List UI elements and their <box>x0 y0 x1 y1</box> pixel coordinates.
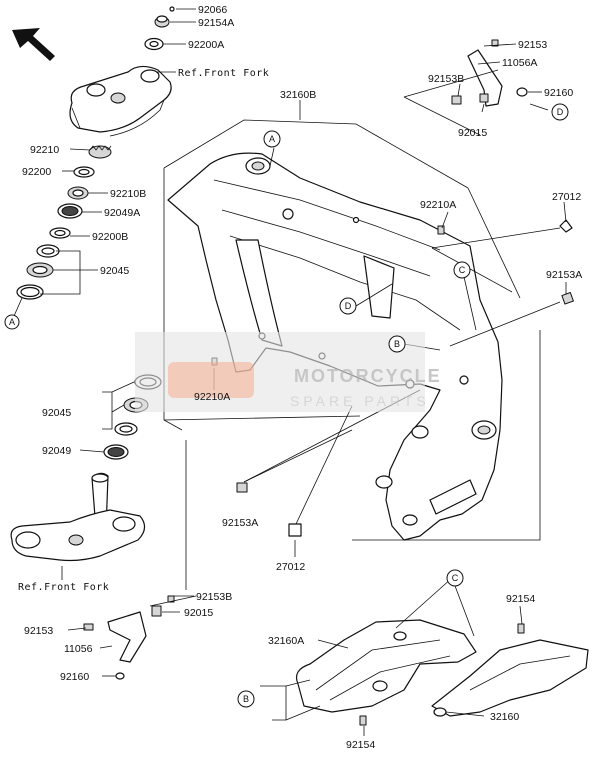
callout-c-frame: C <box>453 261 471 279</box>
svg-text:C: C <box>452 573 459 583</box>
label-92153A-right: 92153A <box>546 269 582 281</box>
label-92210B: 92210B <box>110 188 146 200</box>
svg-text:B: B <box>394 339 400 349</box>
label-ref-front-fork-bottom: Ref.Front Fork <box>18 582 109 593</box>
svg-text:D: D <box>557 107 564 117</box>
front-direction-arrow-icon <box>12 28 55 61</box>
lower-triple-clamp <box>10 472 146 562</box>
label-92210A-left: 92210A <box>194 391 230 403</box>
label-32160B: 32160B <box>280 89 316 101</box>
callout-a-left: A <box>4 314 20 330</box>
label-92154A: 92154A <box>198 17 234 29</box>
label-92200: 92200 <box>22 166 51 178</box>
label-92160-top: 92160 <box>544 87 573 99</box>
label-11056A: 11056A <box>502 57 537 69</box>
watermark-line2: SPARE PARTS <box>290 393 430 409</box>
svg-text:A: A <box>269 134 275 144</box>
part-92066 <box>169 6 175 12</box>
callout-d-top: D <box>551 103 569 121</box>
part-92210 <box>88 145 112 159</box>
part-labels: 92066 92154A 92200A Ref.Front Fork 92210… <box>18 4 582 751</box>
svg-text:C: C <box>459 265 466 275</box>
label-92153B-top: 92153B <box>428 73 464 85</box>
subframe-32160 <box>359 623 589 726</box>
label-92154-bottom: 92154 <box>346 739 375 751</box>
watermark-logo-icon <box>168 362 254 398</box>
label-92066: 92066 <box>198 4 227 16</box>
label-27012-bottom: 27012 <box>276 561 305 573</box>
label-92153-bottom: 92153 <box>24 625 53 637</box>
callout-b-frame: B <box>388 335 406 353</box>
subframe-32160A <box>295 619 477 713</box>
steering-stem-parts <box>13 6 175 317</box>
label-11056: 11056 <box>64 643 93 655</box>
callout-c-bottom: C <box>446 569 464 587</box>
part-92045-top-set <box>16 244 60 300</box>
label-92015-top: 92015 <box>458 127 487 139</box>
label-92200A: 92200A <box>188 39 224 51</box>
label-92160-bottom: 92160 <box>60 671 89 683</box>
leader-lines <box>40 8 567 736</box>
label-92210: 92210 <box>30 144 59 156</box>
label-92153B-bottom: 92153B <box>196 591 232 603</box>
label-32160A: 32160A <box>268 635 304 647</box>
label-92154-top: 92154 <box>506 593 535 605</box>
part-11056A-bracket <box>451 39 528 107</box>
label-92049: 92049 <box>42 445 71 457</box>
svg-text:D: D <box>345 301 352 311</box>
label-92045-top: 92045 <box>100 265 129 277</box>
label-92015-bottom: 92015 <box>184 607 213 619</box>
label-92045-mid: 92045 <box>42 407 71 419</box>
callout-d-frame: D <box>339 297 357 315</box>
part-92153A-bolts <box>236 292 574 493</box>
part-11056-bracket <box>83 595 175 680</box>
label-92153A-bottom: 92153A <box>222 517 258 529</box>
label-27012-right: 27012 <box>552 191 581 203</box>
label-92049A: 92049A <box>104 207 140 219</box>
label-32160: 32160 <box>490 711 519 723</box>
callout-b-bottom: B <box>237 690 255 708</box>
svg-text:B: B <box>243 694 249 704</box>
label-92153-top: 92153 <box>518 39 547 51</box>
label-92200B: 92200B <box>92 231 128 243</box>
label-ref-front-fork-top: Ref.Front Fork <box>178 68 269 79</box>
label-92210A-right: 92210A <box>420 199 456 211</box>
svg-text:A: A <box>9 317 15 327</box>
callout-a-top: A <box>263 130 281 148</box>
watermark: MOTORCYCLE SPARE PARTS <box>135 332 442 412</box>
part-27012-sticker <box>288 523 302 537</box>
watermark-line1: MOTORCYCLE <box>294 366 442 386</box>
